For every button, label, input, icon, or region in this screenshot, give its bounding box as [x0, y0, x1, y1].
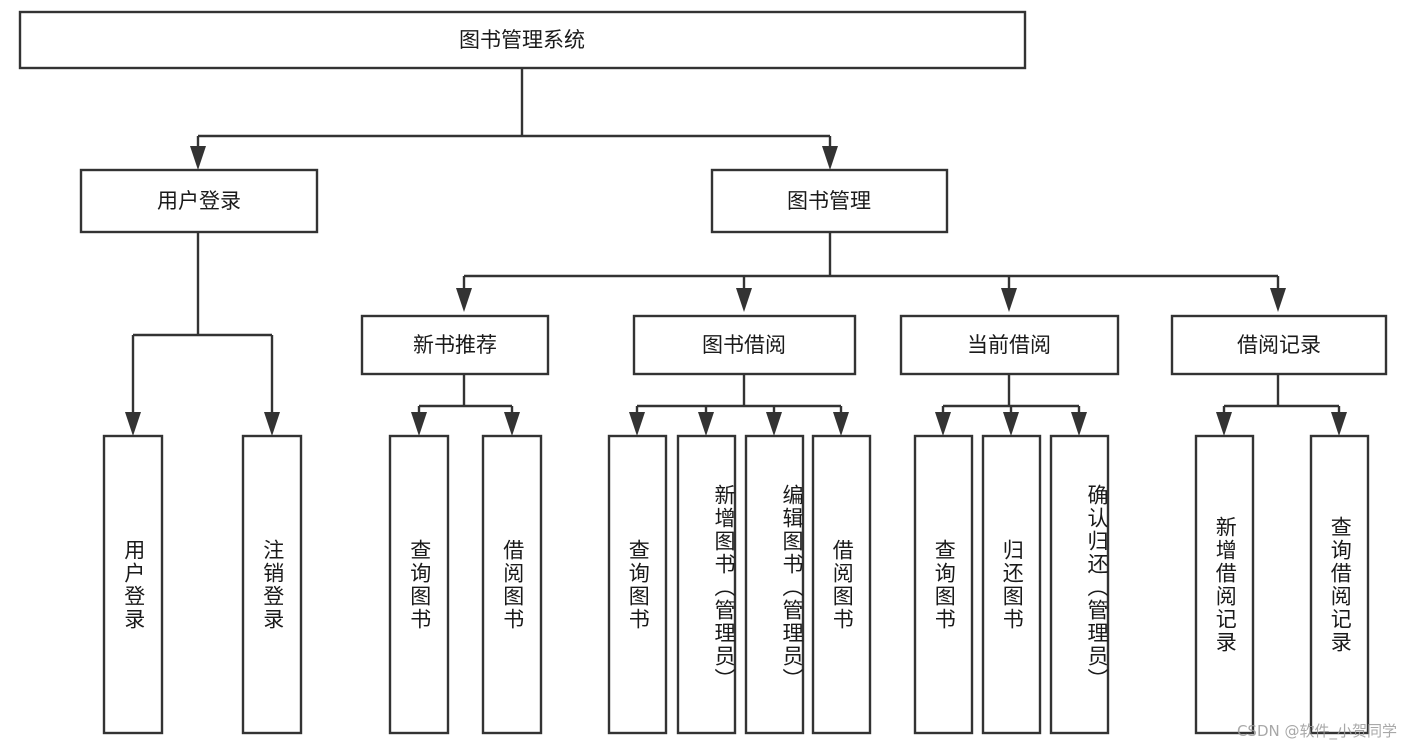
arrow-to-user-login — [190, 146, 206, 170]
node-label-user-login: 用户登录 — [157, 189, 241, 213]
edge-group-root-to-level2 — [190, 68, 838, 170]
arrow-nbr-leaf-2 — [504, 412, 520, 436]
edge-group-borrow-record-to-leaves — [1216, 374, 1347, 436]
arrow-to-borrow-record — [1270, 288, 1286, 312]
arrow-cb-leaf-1 — [935, 412, 951, 436]
arrow-cb-leaf-2 — [1003, 412, 1019, 436]
leaf-box-query-borrow-record[interactable] — [1309, 434, 1370, 735]
node-box-book-management[interactable] — [710, 168, 949, 234]
arrow-to-book-borrow — [736, 288, 752, 312]
arrow-cb-leaf-3 — [1071, 412, 1087, 436]
arrow-to-new-book-rec — [456, 288, 472, 312]
arrow-to-leaf-logout — [264, 412, 280, 436]
leaf-box-borrow-book-1[interactable] — [481, 434, 543, 735]
arrow-br-leaf-2 — [1331, 412, 1347, 436]
leaf-box-edit-book-admin[interactable] — [744, 434, 805, 735]
node-label-root: 图书管理系统 — [459, 28, 585, 52]
node-label-book-management: 图书管理 — [787, 189, 871, 213]
arrow-br-leaf-1 — [1216, 412, 1232, 436]
leaf-box-query-book-1[interactable] — [388, 434, 450, 735]
edge-group-book-mgmt-to-level3 — [456, 232, 1286, 312]
node-box-borrow-record[interactable] — [1170, 314, 1388, 376]
arrow-to-leaf-user-login — [125, 412, 141, 436]
node-box-user-login[interactable] — [79, 168, 319, 234]
leaf-box-confirm-return-admin[interactable] — [1049, 434, 1110, 735]
node-label-borrow-record: 借阅记录 — [1237, 333, 1321, 357]
leaf-box-query-book-3[interactable] — [913, 434, 974, 735]
node-box-root[interactable] — [18, 10, 1027, 70]
arrow-to-book-mgmt — [822, 146, 838, 170]
arrow-to-current-borrow — [1001, 288, 1017, 312]
leaf-box-add-book-admin[interactable] — [676, 434, 737, 735]
leaf-box-return-book[interactable] — [981, 434, 1042, 735]
edge-group-book-borrow-to-leaves — [629, 374, 849, 436]
edge-group-user-login-to-leaves — [125, 232, 280, 436]
edge-group-new-book-rec-to-leaves — [411, 374, 520, 436]
watermark-text: CSDN @软件_小贺同学 — [1236, 722, 1397, 740]
leaf-box-user-login[interactable] — [102, 434, 164, 735]
node-box-new-book-recommend[interactable] — [360, 314, 550, 376]
node-label-new-book-recommend: 新书推荐 — [413, 333, 497, 357]
node-box-current-borrow[interactable] — [899, 314, 1120, 376]
leaf-box-borrow-book-2[interactable] — [811, 434, 872, 735]
node-label-book-borrow: 图书借阅 — [702, 333, 786, 357]
arrow-nbr-leaf-1 — [411, 412, 427, 436]
node-box-book-borrow[interactable] — [632, 314, 857, 376]
edge-group-current-borrow-to-leaves — [935, 374, 1087, 436]
arrow-bb-leaf-4 — [833, 412, 849, 436]
arrow-bb-leaf-1 — [629, 412, 645, 436]
leaf-box-query-book-2[interactable] — [607, 434, 668, 735]
leaf-box-add-borrow-record[interactable] — [1194, 434, 1255, 735]
arrow-bb-leaf-2 — [698, 412, 714, 436]
arrow-bb-leaf-3 — [766, 412, 782, 436]
leaf-box-logout[interactable] — [241, 434, 303, 735]
node-label-current-borrow: 当前借阅 — [967, 333, 1051, 357]
